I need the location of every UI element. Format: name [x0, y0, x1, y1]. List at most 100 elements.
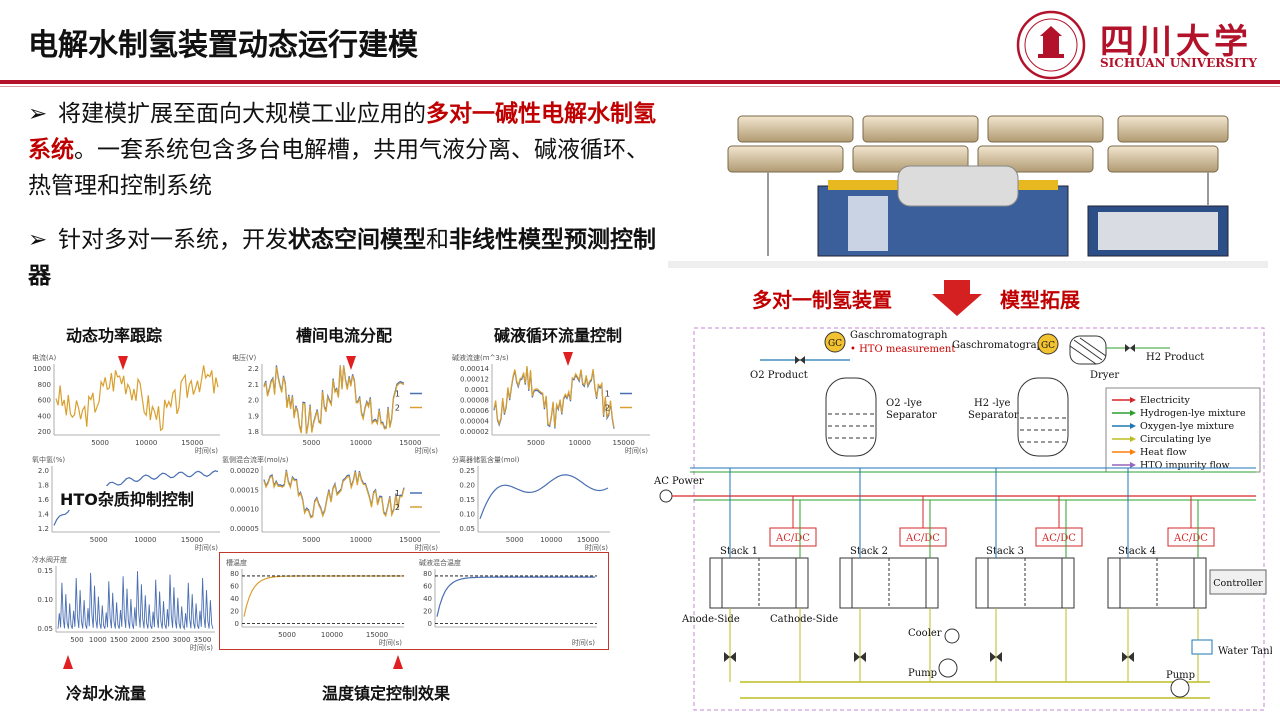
header-rule — [0, 80, 1280, 84]
stack-label: Stack 4 — [1118, 546, 1156, 557]
arrow-down-icon — [118, 356, 128, 370]
x-tick: 15000 — [613, 439, 635, 447]
series-line — [57, 571, 214, 631]
seal-icon — [1016, 10, 1086, 80]
series-line — [55, 365, 219, 432]
x-tick: 15000 — [399, 439, 421, 447]
y-tick: 0.05 — [459, 525, 475, 533]
h2-sep-label: H2 -lye — [974, 398, 1010, 409]
y-tick: 20 — [423, 608, 432, 616]
ac-power-label: AC Power — [653, 476, 704, 487]
y-tick: 0.00006 — [460, 407, 489, 415]
legend-label: 2 — [395, 404, 400, 413]
chart-ylabel: 氢侧混合流率(mol/s) — [222, 455, 289, 464]
y-tick: 0 — [235, 620, 239, 628]
x-tick: 2500 — [152, 636, 170, 644]
x-tick: 5000 — [527, 439, 545, 447]
acdc-label: AC/DC — [775, 533, 810, 544]
y-tick: 0.0001 — [465, 386, 490, 394]
caption-device: 多对一制氢装置 — [752, 288, 892, 312]
o2-sep-label2: Separator — [886, 410, 937, 421]
arrow-head-icon — [1130, 397, 1136, 403]
x-tick: 10000 — [540, 536, 562, 544]
stack-label: Stack 1 — [720, 546, 758, 557]
arrow-head-icon — [1130, 449, 1136, 455]
series-line — [263, 471, 405, 519]
system-schematic: GC Gaschromatograph • HTO measurement O2… — [653, 327, 1272, 711]
gc1-label: GC — [828, 339, 842, 349]
arrow-up-icon — [393, 655, 403, 669]
bullet-text: 针对多对一系统，开发 — [58, 227, 288, 253]
chart-ylabel: 冷水阀开度 — [32, 555, 67, 564]
series-line — [436, 576, 595, 617]
y-tick: 2.0 — [38, 467, 49, 475]
y-tick: 1.8 — [248, 428, 259, 436]
series-line — [479, 474, 609, 520]
y-tick: 0.10 — [459, 511, 475, 519]
caption-power: 动态功率跟踪 — [66, 326, 163, 345]
cooler-label: Cooler — [908, 628, 942, 639]
chart-xlabel: 时间(s) — [195, 543, 218, 552]
stack-label: Stack 3 — [986, 546, 1024, 557]
y-tick: 80 — [230, 570, 239, 578]
y-tick: 600 — [38, 397, 51, 405]
valve-icon — [724, 652, 736, 662]
x-tick: 5000 — [303, 536, 321, 544]
y-tick: 2.0 — [248, 397, 259, 405]
legend-label: 1 — [605, 390, 610, 399]
valve-icon — [990, 652, 1002, 662]
chart-xlabel: 时间(s) — [415, 543, 438, 552]
x-tick: 15000 — [181, 439, 203, 447]
controller-label: Controller — [1213, 578, 1263, 589]
y-tick: 1.2 — [38, 525, 49, 533]
legend-label: 2 — [395, 503, 400, 512]
electrolyzer-stacks — [727, 115, 1229, 173]
x-tick: 10000 — [321, 631, 343, 639]
legend-item: Hydrogen-lye mixture — [1140, 408, 1246, 419]
x-tick: 500 — [70, 636, 83, 644]
pump2-label: Pump — [1166, 670, 1195, 681]
stack-plate — [839, 557, 853, 609]
legend-item: Electricity — [1140, 395, 1190, 406]
legend-label: 1 — [395, 489, 400, 498]
cathode-label: Cathode-Side — [770, 614, 838, 625]
series-line — [263, 365, 405, 434]
water-tank-label: Water Tank — [1218, 646, 1272, 657]
y-tick: 200 — [38, 428, 51, 436]
y-tick: 0.00014 — [460, 365, 489, 373]
stack-plate — [1193, 557, 1207, 609]
arrow-down-icon — [563, 352, 573, 366]
bullet-text: 非线性模型预测控制器 — [28, 227, 656, 289]
bullet-text: 将建模扩展至面向大规模工业应用的 — [58, 101, 426, 127]
series-line — [493, 366, 615, 428]
university-cn-name: 四川大学 — [1100, 22, 1252, 62]
valve-icon — [854, 652, 866, 662]
y-tick: 0.00015 — [230, 486, 259, 494]
y-tick: 60 — [230, 583, 239, 591]
chart-xlabel: 时间(s) — [572, 638, 595, 647]
university-seal — [1016, 10, 1086, 84]
y-tick: 0.10 — [37, 596, 53, 604]
y-tick: 0.00010 — [230, 506, 259, 514]
y-tick: 0.00020 — [230, 467, 259, 475]
y-tick: 0.15 — [37, 567, 53, 575]
caption-lye: 碱液循环流量控制 — [494, 326, 623, 345]
arrow-head-icon — [1130, 462, 1136, 468]
acdc-label: AC/DC — [905, 533, 940, 544]
x-tick: 1500 — [110, 636, 128, 644]
y-tick: 0.00004 — [460, 418, 489, 426]
x-tick: 10000 — [350, 439, 372, 447]
chart-xlabel: 时间(s) — [625, 446, 648, 455]
x-tick: 10000 — [135, 439, 157, 447]
university-en-name: SICHUAN UNIVERSITY — [1100, 56, 1257, 70]
y-tick: 80 — [423, 570, 432, 578]
chart-ylabel: 电压(V) — [232, 353, 257, 362]
chart-xlabel: 时间(s) — [585, 543, 608, 552]
x-tick: 10000 — [134, 536, 156, 544]
y-tick: 0.25 — [459, 467, 475, 475]
y-tick: 0.20 — [459, 482, 475, 490]
bullet-text: 状态空间模型 — [288, 227, 426, 253]
